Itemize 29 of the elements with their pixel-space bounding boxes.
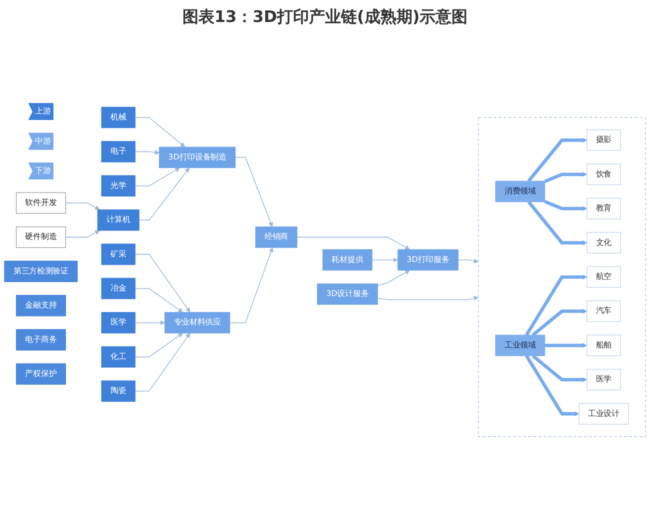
arrow [134, 168, 180, 186]
arrow [138, 168, 190, 220]
arrow [532, 308, 588, 336]
arrow [134, 320, 165, 326]
arrow [525, 354, 580, 416]
arrow [372, 257, 398, 262]
arrow [134, 288, 183, 313]
arrow [532, 354, 588, 382]
arrow [525, 274, 588, 336]
arrow [377, 296, 479, 301]
arrow [134, 150, 160, 155]
arrow [458, 258, 479, 264]
arrow [134, 332, 183, 358]
arrow [377, 270, 410, 286]
arrow [134, 332, 190, 392]
arrow [234, 157, 273, 228]
arrow [544, 200, 588, 212]
arrow [544, 342, 588, 348]
arrow [134, 117, 186, 148]
arrow [544, 172, 588, 183]
arrow [527, 138, 588, 182]
arrow [296, 236, 410, 250]
arrow [527, 200, 588, 246]
arrow [134, 254, 190, 313]
arrow [65, 202, 100, 210]
arrow [65, 230, 100, 238]
arrow [229, 247, 274, 324]
cluster [478, 117, 646, 437]
diagram-title: 图表13：3D打印产业链(成熟期)示意图 [182, 6, 468, 28]
